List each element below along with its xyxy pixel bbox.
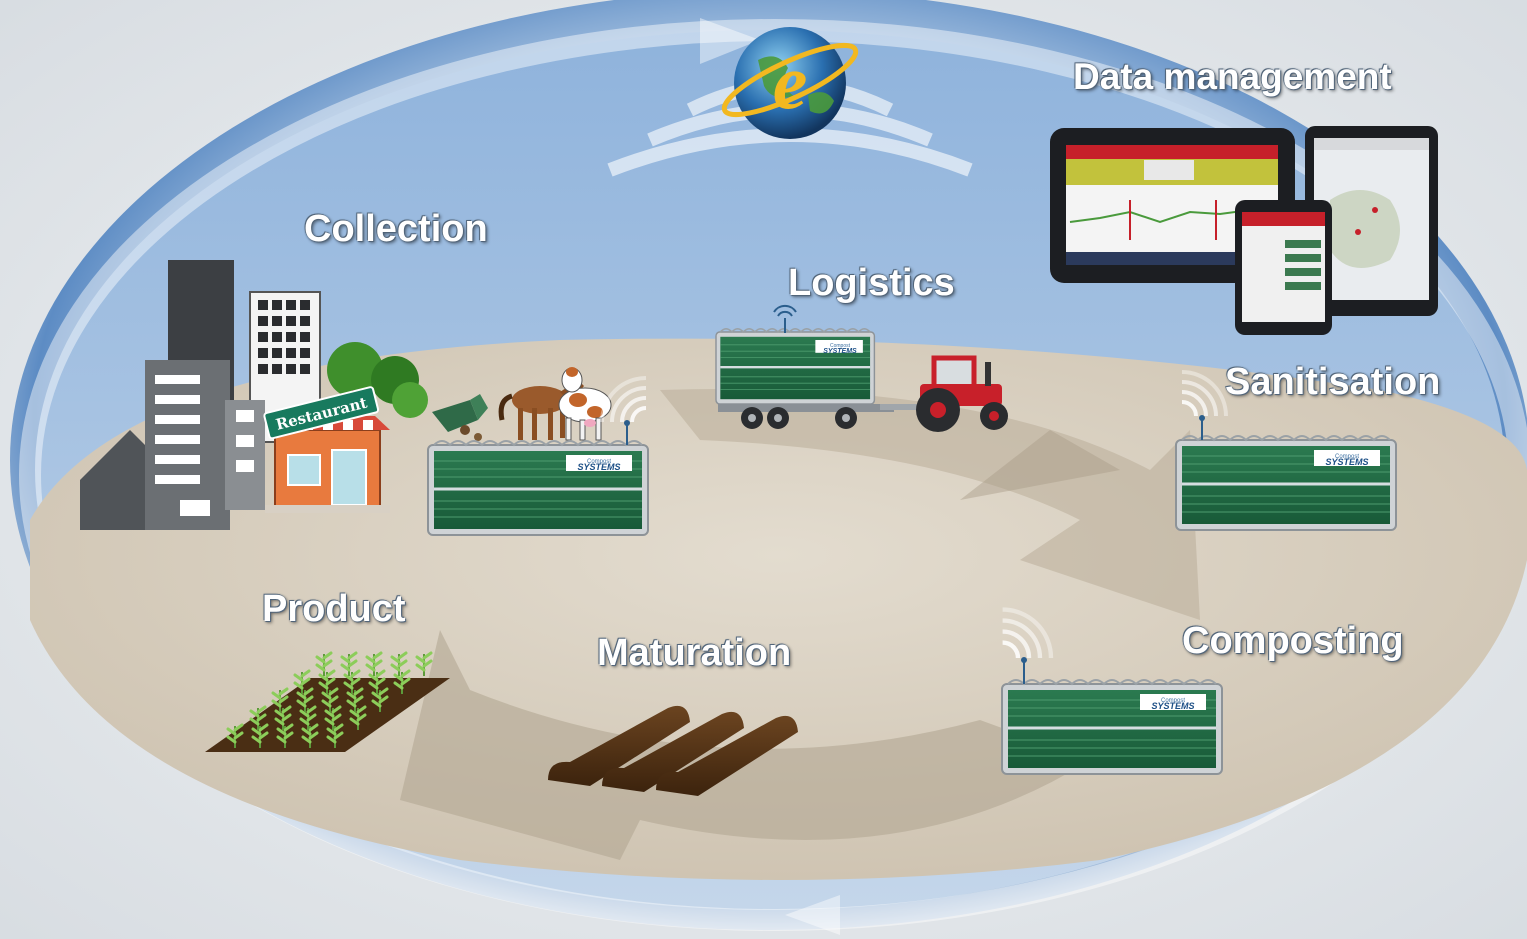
wireless-signal-icon <box>1180 370 1228 440</box>
trailer-chassis <box>718 404 920 429</box>
label-sanitisation: Sanitisation <box>1225 361 1441 403</box>
container-brand-large: SYSTEMS <box>1151 701 1194 711</box>
compost-container-logistics: Compost SYSTEMS <box>714 327 876 406</box>
container-brand-small: Compost <box>587 459 611 465</box>
svg-text:e: e <box>773 38 808 125</box>
wireless-signal-icon <box>773 305 797 333</box>
dumpster-icon <box>432 394 488 441</box>
cow-icon <box>558 367 612 441</box>
container-brand-large: SYSTEMS <box>577 462 620 472</box>
label-collection: Collection <box>304 208 488 250</box>
internet-globe-icon: e <box>721 27 859 139</box>
crop-field-icon <box>205 651 450 752</box>
wireless-signal-icon <box>1003 610 1051 684</box>
flow-arrow-to-product <box>400 630 1090 860</box>
tree-icon <box>327 342 428 430</box>
container-brand-small: Compost <box>1335 454 1359 460</box>
compost-container-composting: Compost SYSTEMS <box>1000 678 1224 776</box>
label-logistics: Logistics <box>788 262 955 304</box>
compost-container-sanitisation: Compost SYSTEMS <box>1174 434 1398 532</box>
flow-arrow-to-sanitisation <box>660 389 1200 620</box>
smartphone-icon <box>1235 200 1332 335</box>
compost-container-collection: Compost SYSTEMS <box>426 439 650 537</box>
bottom-cycle-arrowhead <box>785 895 840 935</box>
label-product: Product <box>262 588 406 630</box>
container-brand-small: Compost <box>1161 698 1185 704</box>
compost-windrow-icon <box>548 705 798 796</box>
label-composting: Composting <box>1182 620 1404 662</box>
wireless-signal-icon <box>600 376 648 445</box>
label-maturation: Maturation <box>597 632 792 674</box>
top-cycle-arrowhead <box>700 18 760 64</box>
label-data-management: Data management <box>1073 56 1392 97</box>
tablet-map-icon <box>1305 126 1438 316</box>
container-brand-small: Compost <box>830 343 851 349</box>
tractor-icon <box>916 355 1008 432</box>
container-brand-large: SYSTEMS <box>823 348 857 355</box>
container-brand-large: SYSTEMS <box>1325 457 1368 467</box>
restaurant-icon: Restaurant <box>263 386 390 513</box>
